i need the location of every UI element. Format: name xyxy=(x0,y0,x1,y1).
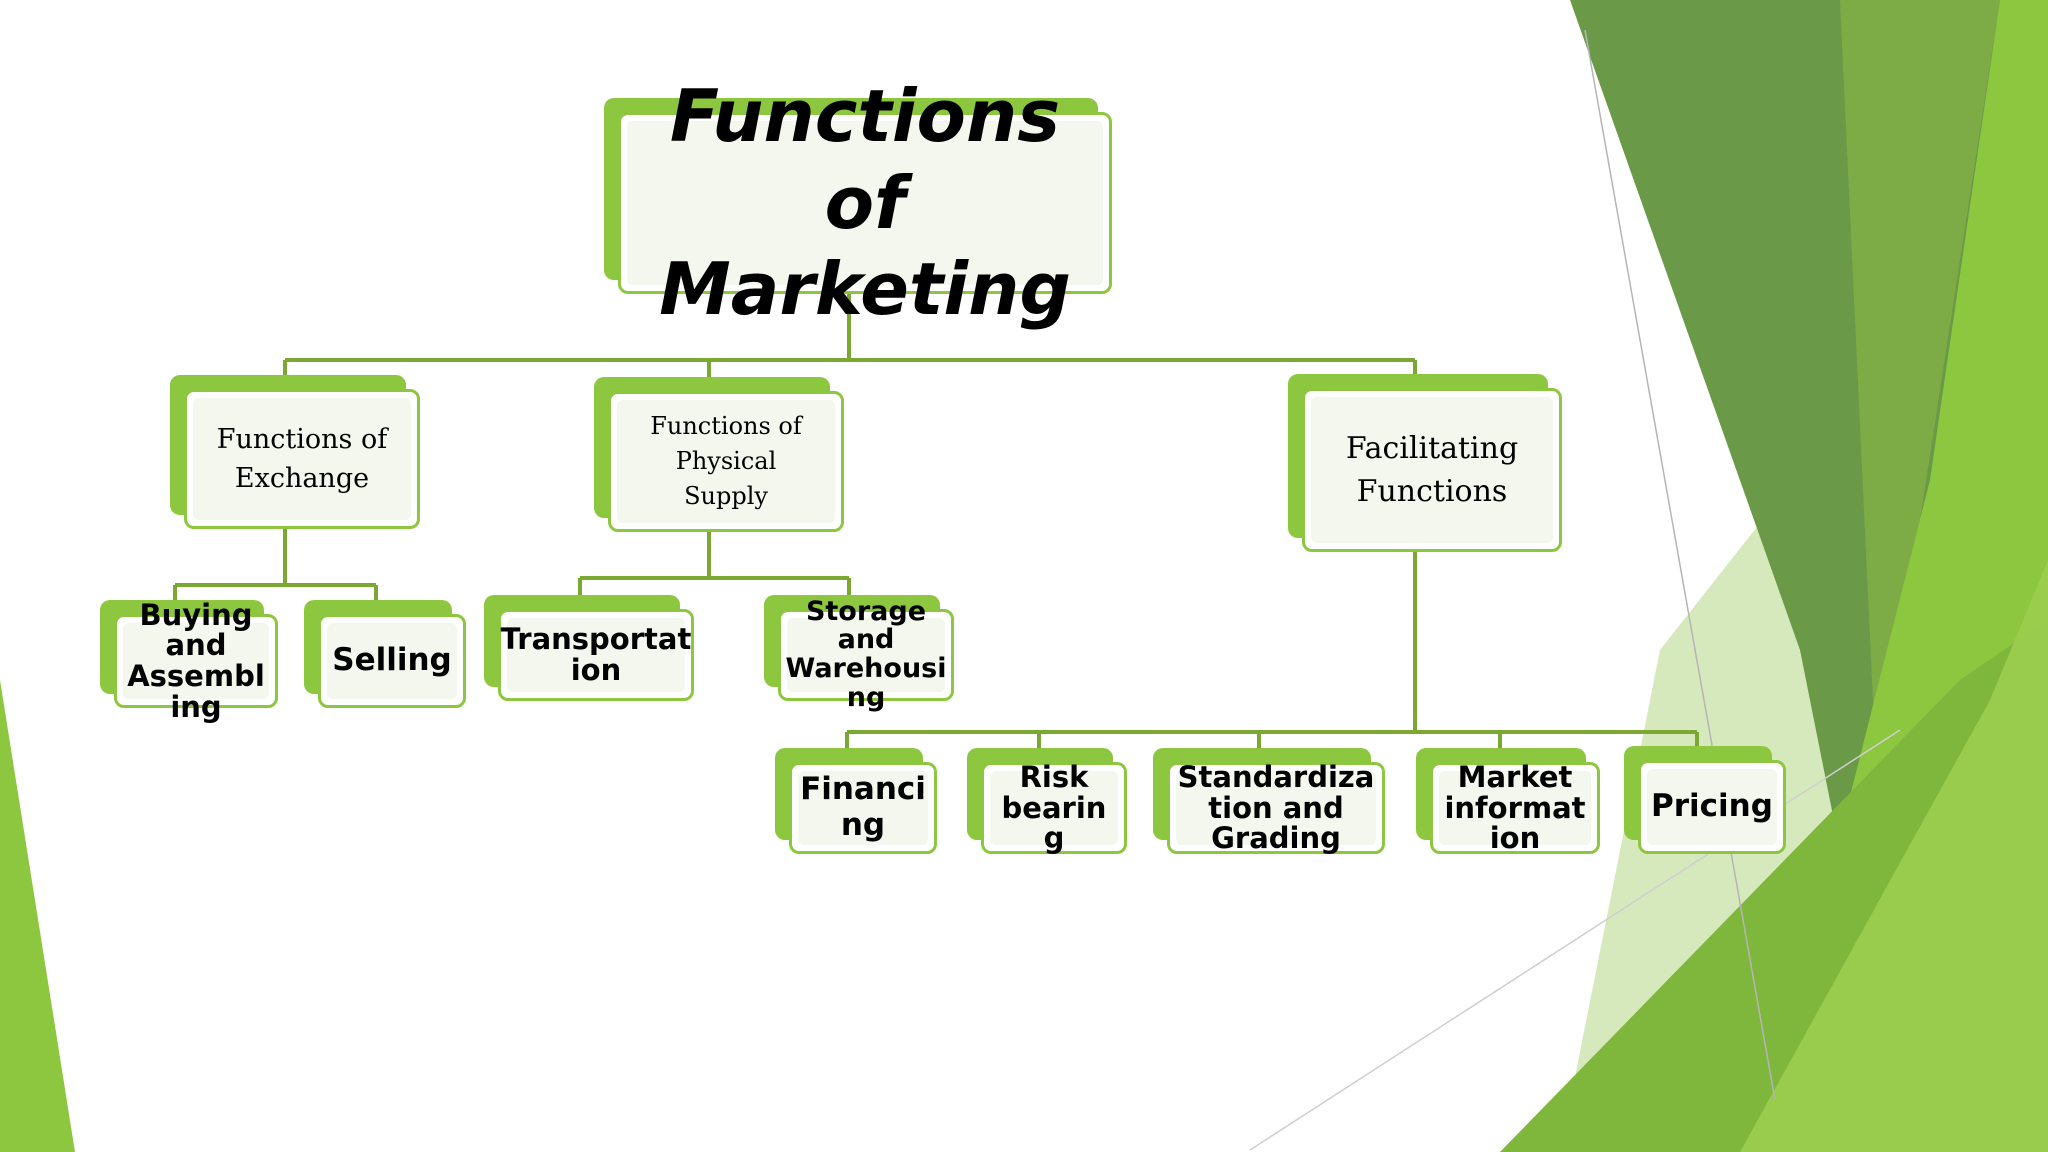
node-label: Buying and Assembl ing xyxy=(127,597,265,724)
thin-line-2 xyxy=(1249,729,1901,1151)
node-label: Functions of Physical Supply xyxy=(650,412,802,510)
root-node: Functions of Marketing xyxy=(604,74,1112,331)
node-label: Storage and Warehousi ng xyxy=(785,595,947,713)
root-title: Functions of Marketing xyxy=(659,74,1071,332)
node-label: Pricing xyxy=(1651,788,1773,825)
node-standardization-and-grading: Standardiza tion and Grading xyxy=(1153,748,1385,854)
node-storage-and-warehousing: Storage and Warehousi ng xyxy=(764,595,954,711)
node-risk-bearing: Risk bearin g xyxy=(967,748,1127,854)
node-label: Transportat ion xyxy=(500,622,692,687)
node-financing: Financi ng xyxy=(775,748,937,854)
node-functions-of-exchange: Functions of Exchange xyxy=(170,375,420,529)
node-transportation: Transportat ion xyxy=(484,595,694,701)
node-buying-and-assembling: Buying and Assembl ing xyxy=(100,599,278,722)
light-green-shard xyxy=(1740,560,2048,1152)
node-label: Functions of Exchange xyxy=(216,423,388,494)
node-label: Risk bearin g xyxy=(1001,759,1107,856)
node-label: Facilitating Functions xyxy=(1345,430,1519,510)
left-green-wedge xyxy=(0,680,75,1152)
node-label: Financi ng xyxy=(800,771,926,843)
node-selling: Selling xyxy=(304,600,466,708)
node-label: Market informat ion xyxy=(1444,759,1586,856)
node-label: Selling xyxy=(332,642,452,679)
mid-green-panel xyxy=(1840,0,2000,850)
node-market-information: Market informat ion xyxy=(1416,748,1600,854)
node-functions-of-physical-supply: Functions of Physical Supply xyxy=(594,377,844,532)
node-facilitating-functions: Facilitating Functions xyxy=(1288,374,1562,552)
node-pricing: Pricing xyxy=(1624,746,1786,854)
thin-line-1 xyxy=(1584,29,1776,1101)
node-label: Standardiza tion and Grading xyxy=(1177,759,1375,856)
